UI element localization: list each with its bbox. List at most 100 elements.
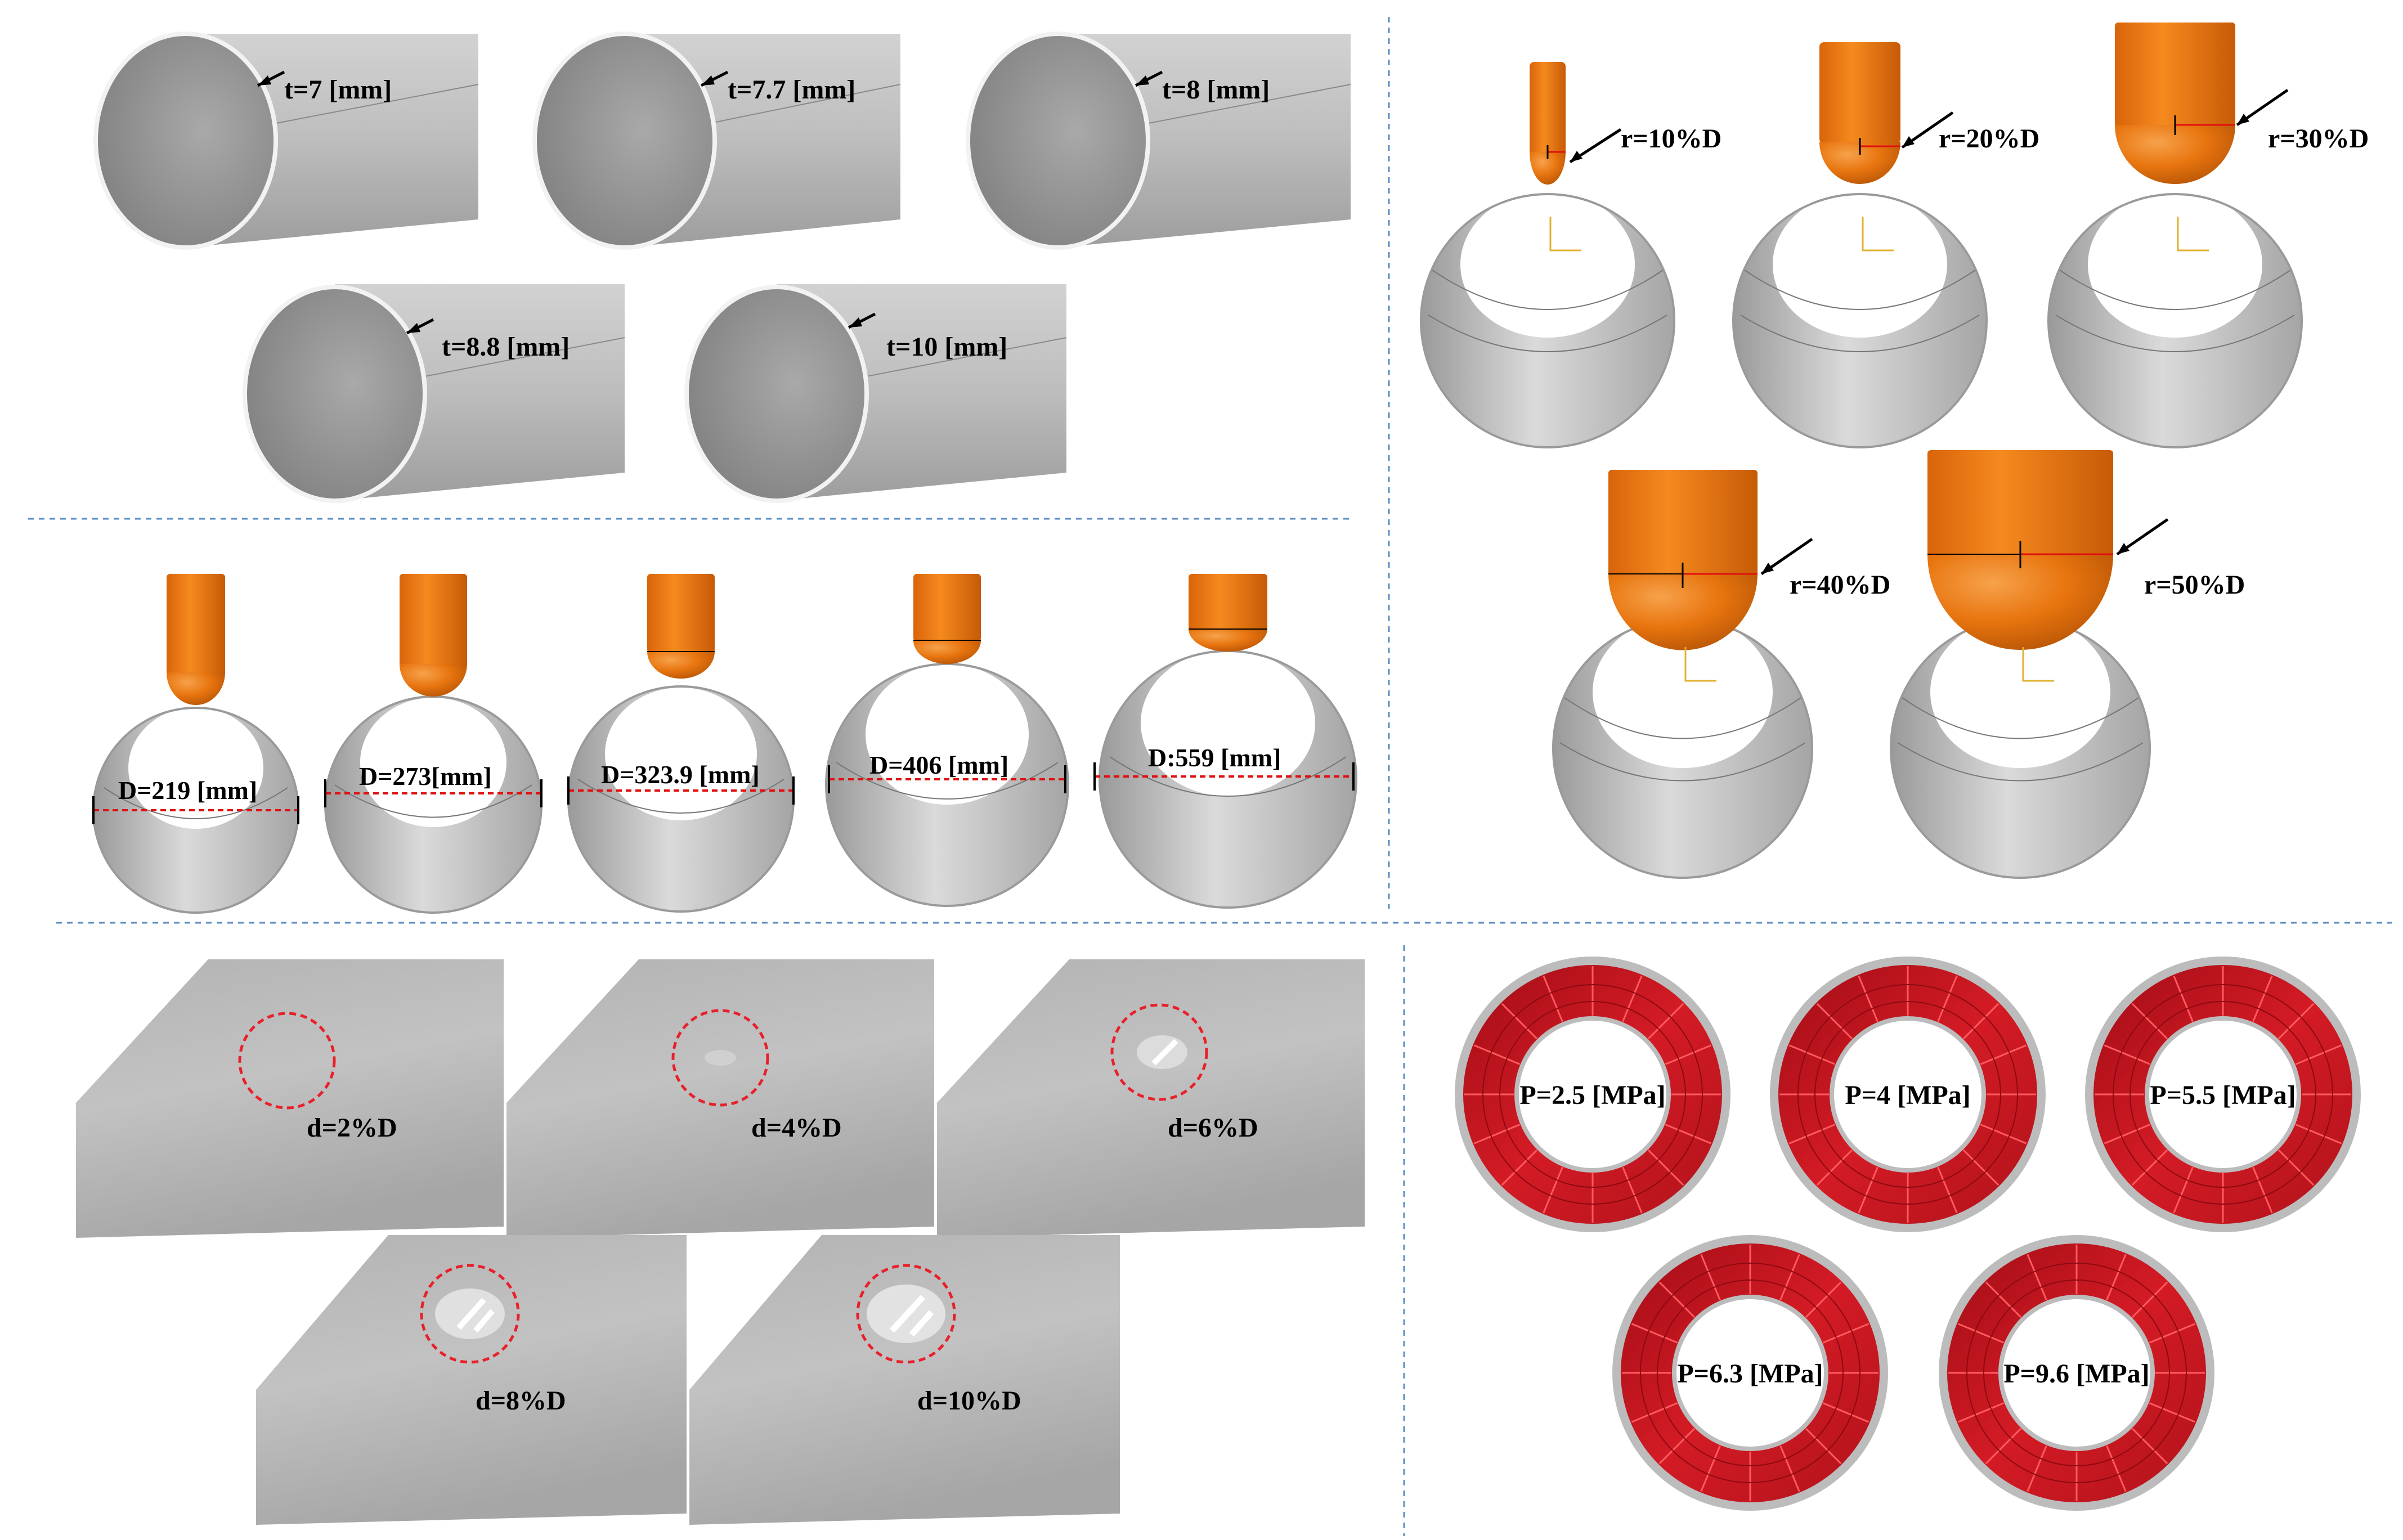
pressure-arrow xyxy=(2149,1402,2196,1423)
mesh-line xyxy=(1966,1263,2187,1483)
pressure-arrow xyxy=(1980,1044,2027,1065)
pressure-label: P=6.3 [MPa] xyxy=(1677,1359,1823,1389)
dent-depth-4: d=8%D xyxy=(256,1235,687,1525)
pressure-arrow xyxy=(2131,1003,2168,1040)
pressure-arrow xyxy=(2295,1044,2342,1065)
depth-label: d=2%D xyxy=(307,1113,397,1143)
pressure-arrow xyxy=(2106,1445,2127,1492)
pressure-arrow xyxy=(1647,1149,1684,1186)
pressure-arrow xyxy=(1473,1124,1521,1144)
pressure-label: P=4 [MPa] xyxy=(1845,1080,1970,1110)
indenter-radius-2: r=20%D xyxy=(1732,42,2039,448)
mesh-line xyxy=(1640,1263,1860,1483)
pressure-arrow xyxy=(1816,1003,1853,1040)
pressure-arrow xyxy=(1700,1254,1721,1301)
pressure-arrow xyxy=(1658,1281,1696,1318)
depth-label: d=6%D xyxy=(1168,1113,1258,1143)
pressure-label: P=2.5 [MPa] xyxy=(1519,1080,1665,1110)
mesh-line xyxy=(1983,1279,2170,1466)
pressure-arrow xyxy=(1543,975,1563,1022)
diameter-label: D:559 [mm] xyxy=(1148,743,1281,772)
pipe-thickness-3: t=8 [mm] xyxy=(966,32,1351,250)
thickness-panel: t=7 [mm] t=7.7 [mm] t=8 [mm] t=8.8 [mm] xyxy=(93,32,1351,503)
pressure-arrow xyxy=(2149,1323,2196,1344)
dent-depth-2: d=4%D xyxy=(506,959,934,1238)
pressure-arrow xyxy=(1622,1166,1643,1214)
pressure-arrow xyxy=(1858,1166,1879,1214)
mesh-line xyxy=(2113,984,2333,1205)
dent-depth-1: d=2%D xyxy=(76,959,504,1238)
pressure-arrow xyxy=(1816,1149,1853,1186)
pressure-arrow xyxy=(2131,1149,2168,1186)
pressure-ring-1: P=2.5 [MPa] xyxy=(1455,957,1730,1232)
pressure-ring-4: P=6.3 [MPa] xyxy=(1612,1235,1888,1511)
pressure-arrow xyxy=(1631,1402,1678,1423)
thickness-label: t=7.7 [mm] xyxy=(728,75,855,105)
radius-panel: r=10%D r=20%D xyxy=(1420,23,2369,879)
mesh-line xyxy=(1499,1001,1686,1188)
pressure-arrow xyxy=(1805,1281,1842,1318)
pressure-label: P=5.5 [MPa] xyxy=(2150,1080,2296,1110)
pressure-arrow xyxy=(1985,1281,2022,1318)
mesh-line xyxy=(2129,1001,2316,1188)
pressure-arrow xyxy=(1788,1124,1836,1144)
pressure-arrow xyxy=(1962,1003,1999,1040)
indenter-radius-1: r=10%D xyxy=(1420,62,1721,448)
diameter-case-2: D=273[mm] xyxy=(324,574,543,914)
pressure-arrow xyxy=(2027,1445,2047,1492)
pressure-arrow xyxy=(1788,1044,1836,1065)
diameter-label: D=323.9 [mm] xyxy=(601,760,760,789)
diameter-panel: D=219 [mm] D=273[mm] D=32 xyxy=(92,574,1357,914)
pressure-arrow xyxy=(1779,1254,1800,1301)
depth-label: d=8%D xyxy=(476,1386,566,1416)
pressure-arrow xyxy=(2131,1427,2168,1465)
mesh-line xyxy=(1814,1001,2001,1188)
indenter-radius-4: r=40%D xyxy=(1552,470,1890,879)
dent-depth-5: d=10%D xyxy=(689,1235,1120,1525)
pipe-thickness-1: t=7 [mm] xyxy=(93,32,479,250)
pressure-arrow xyxy=(1501,1003,1538,1040)
mesh-line xyxy=(1657,1279,1844,1466)
pressure-arrow xyxy=(2295,1124,2342,1144)
pressure-arrow xyxy=(1473,1044,1521,1065)
pressure-arrow xyxy=(1822,1323,1870,1344)
pressure-arrow xyxy=(1962,1149,1999,1186)
pressure-arrow xyxy=(2173,975,2194,1022)
pressure-arrow xyxy=(1665,1124,1712,1144)
pressure-arrow xyxy=(2027,1254,2047,1301)
pressure-arrow xyxy=(1937,1166,1958,1214)
pressure-arrow xyxy=(1937,975,1958,1022)
radius-label: r=30%D xyxy=(2268,124,2369,154)
pressure-panel: P=2.5 [MPa] P=4 [MPa] P=5.5 [MPa] P=6.3 … xyxy=(1455,957,2361,1511)
diameter-case-5: D:559 [mm] xyxy=(1093,574,1357,909)
pressure-arrow xyxy=(2104,1124,2151,1144)
radius-label: r=40%D xyxy=(1790,570,1890,600)
pressure-arrow xyxy=(2278,1149,2315,1186)
pressure-arrow xyxy=(1805,1427,1842,1465)
dent-depth-3: d=6%D xyxy=(937,959,1365,1238)
thickness-label: t=8.8 [mm] xyxy=(442,332,570,362)
radius-label: r=10%D xyxy=(1621,124,1721,154)
pressure-ring-2: P=4 [MPa] xyxy=(1770,957,2046,1232)
pressure-arrow xyxy=(1658,1427,1696,1465)
pressure-arrow xyxy=(1822,1402,1870,1423)
pressure-arrow xyxy=(2252,1166,2273,1214)
pressure-arrow xyxy=(1631,1323,1678,1344)
diameter-case-3: D=323.9 [mm] xyxy=(567,574,795,913)
mesh-line xyxy=(1797,984,2018,1205)
diameter-label: D=273[mm] xyxy=(359,762,492,791)
pressure-ring-5: P=9.6 [MPa] xyxy=(1939,1235,2214,1511)
diameter-label: D=219 [mm] xyxy=(118,776,257,805)
pressure-label: P=9.6 [MPa] xyxy=(2003,1359,2149,1389)
pressure-arrow xyxy=(2131,1281,2168,1318)
pressure-ring-3: P=5.5 [MPa] xyxy=(2085,957,2361,1232)
pressure-arrow xyxy=(1985,1427,2022,1465)
pressure-arrow xyxy=(2104,1044,2151,1065)
pressure-arrow xyxy=(1665,1044,1712,1065)
diameter-label: D=406 [mm] xyxy=(869,751,1008,779)
pressure-arrow xyxy=(1779,1445,1800,1492)
pressure-arrow xyxy=(1501,1149,1538,1186)
pressure-arrow xyxy=(2173,1166,2194,1214)
pressure-arrow xyxy=(1647,1003,1684,1040)
